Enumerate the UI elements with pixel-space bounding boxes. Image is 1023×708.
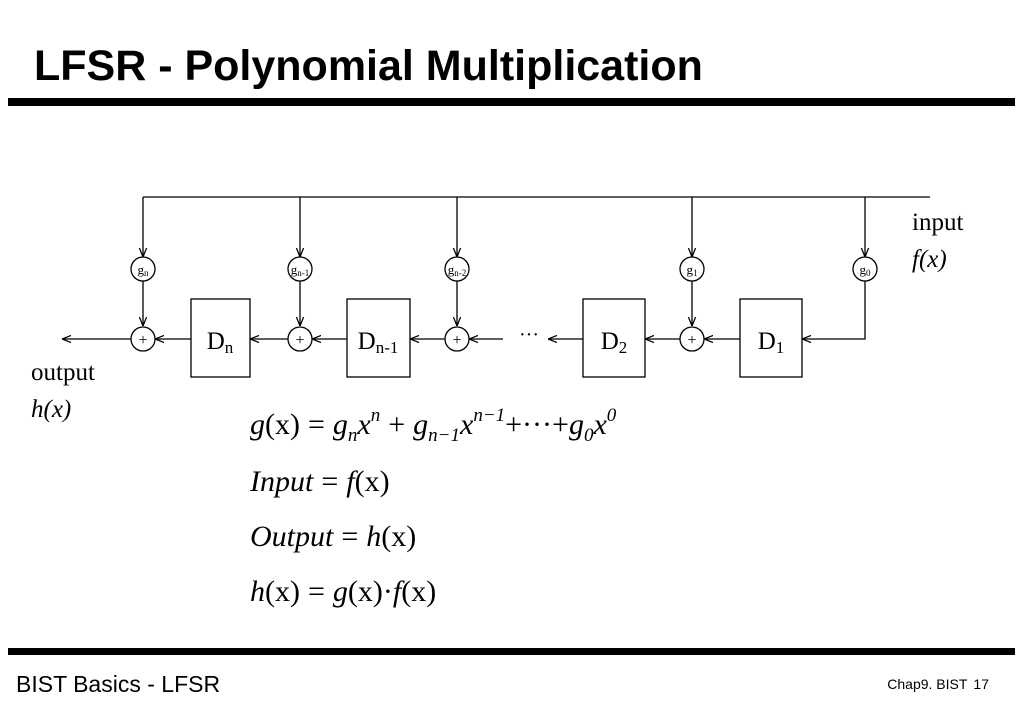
input-poly-label: f(x) (912, 246, 947, 273)
register-box-dn-1 (346, 298, 411, 378)
output-poly-label: h(x) (31, 396, 71, 423)
footer-chapter-page: Chap9. BIST 17 (887, 676, 989, 692)
adder-symbol-n: + (138, 332, 147, 349)
coef-label-gn-2: gn-2 (448, 262, 467, 278)
g0-to-d1-wire (802, 281, 866, 339)
adder-symbol-n-2: + (452, 332, 461, 349)
slide-title: LFSR - Polynomial Multiplication (34, 42, 703, 90)
coef-circle-gn-1 (287, 256, 313, 282)
coef-circle-gn-2 (444, 256, 470, 282)
equation-generator-polynomial: g(x)=gnxn+gn−1xn−1+···+g0x0 (250, 405, 617, 446)
adder-symbol-n-1: + (295, 332, 304, 349)
adder-circle-n (130, 326, 156, 352)
coef-circle-g1 (679, 256, 705, 282)
coef-label-gn: gn (138, 262, 150, 278)
coef-label-g1: g1 (687, 262, 698, 278)
register-label-dn-1: Dn-1 (358, 328, 399, 357)
adder-symbol-1: + (687, 332, 696, 349)
footer-page-number: 17 (973, 676, 989, 692)
output-label: output (31, 359, 95, 386)
title-divider (8, 98, 1015, 106)
coef-label-gn-1: gn-1 (291, 262, 310, 278)
equation-product: h(x)=g(x)·f(x) (250, 575, 437, 608)
register-label-dn: Dn (207, 328, 234, 357)
input-label: input (912, 209, 963, 236)
equation-output: Output=h(x) (250, 520, 417, 553)
register-label-d1: D1 (758, 328, 785, 357)
equation-input: Input=f(x) (250, 465, 390, 498)
coef-circle-gn (130, 256, 156, 282)
footer-course-title: BIST Basics - LFSR (16, 671, 221, 697)
chain-ellipsis: ··· (519, 324, 539, 346)
footer-chapter: Chap9. BIST (887, 676, 968, 692)
footer-divider (8, 648, 1015, 655)
coef-label-g0: g0 (860, 262, 872, 278)
adder-circle-n-1 (287, 326, 313, 352)
register-box-d1 (739, 298, 803, 378)
adder-circle-n-2 (444, 326, 470, 352)
adder-circle-1 (679, 326, 705, 352)
register-box-d2 (582, 298, 646, 378)
register-box-dn (190, 298, 251, 378)
register-label-d2: D2 (601, 328, 628, 357)
coef-circle-g0 (852, 256, 878, 282)
